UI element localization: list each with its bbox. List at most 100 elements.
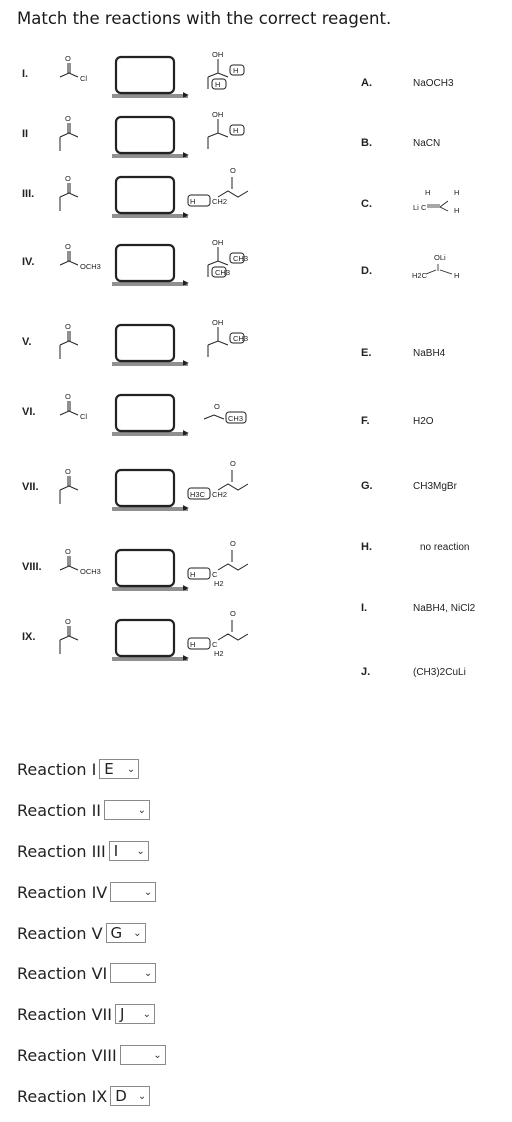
carbon-chain <box>59 410 79 416</box>
added-group-label: C <box>212 570 218 579</box>
reagent-letter: B. <box>361 137 372 149</box>
answer-select[interactable]: ⌄ <box>104 800 151 820</box>
reagent-option: I.NaBH4, NiCl2 <box>361 602 476 614</box>
reagent-letter: J. <box>361 666 370 678</box>
reagent-box <box>114 468 176 508</box>
reagent-atom-label: Li <box>413 203 419 212</box>
reagent-box <box>114 323 176 363</box>
added-group-box <box>229 252 245 264</box>
reaction-numeral: VIII. <box>22 561 42 573</box>
carbon-chain <box>217 190 249 198</box>
answer-row: Reaction VI ⌄ <box>17 961 157 985</box>
carbon-chain <box>203 414 225 420</box>
carbon-chain <box>207 132 229 138</box>
reagent-box <box>114 548 176 588</box>
reactant-structure: O Cl <box>59 392 87 421</box>
answer-label: Reaction VIII <box>17 1045 117 1065</box>
reagent-option: J. (CH3)2CuLi <box>361 666 466 678</box>
enolate-bond <box>439 269 453 275</box>
oxygen-label: O <box>65 242 71 251</box>
carbon-chain <box>207 340 229 346</box>
oxygen-label: O <box>65 322 71 331</box>
carbon-chain <box>59 192 79 198</box>
answer-select[interactable]: J⌄ <box>114 1004 155 1024</box>
carbon-chain <box>59 485 79 491</box>
product-structure: O H CH2 <box>187 166 249 207</box>
vinyl-bond <box>439 206 449 212</box>
reactant-structure: OCl <box>59 54 87 83</box>
reagent-option: B.NaCN <box>361 137 440 149</box>
reaction-numeral: II <box>22 128 28 140</box>
answer-select[interactable]: ⌄ <box>110 882 157 902</box>
added-group-label: H <box>190 197 195 206</box>
reagent-option: F.H2O <box>361 415 434 427</box>
reactant-structure: O <box>59 114 79 151</box>
leaving-group-label: OCH3 <box>80 262 101 271</box>
answer-select[interactable]: ⌄ <box>110 963 157 983</box>
reagent-letter: C. <box>361 198 372 210</box>
reagent-name: (CH3)2CuLi <box>413 667 466 678</box>
answer-label: Reaction V <box>17 923 103 943</box>
reactant-structure: O <box>59 467 79 504</box>
leaving-group-label: Cl <box>80 74 87 83</box>
oxygen-label: O <box>230 166 236 175</box>
chevron-down-icon: ⌄ <box>143 967 153 979</box>
oxygen-label: O <box>65 392 71 401</box>
answer-select[interactable]: E⌄ <box>99 759 140 779</box>
chevron-down-icon: ⌄ <box>153 1049 162 1061</box>
reagent-atom-label: H <box>454 206 459 215</box>
answer-label: Reaction VI <box>17 963 108 983</box>
carbon-chain <box>59 635 79 641</box>
answer-select[interactable]: ⌄ <box>119 1045 166 1065</box>
reagent-box <box>114 618 176 658</box>
reaction-numeral: III. <box>22 188 34 200</box>
carbon-chain <box>59 72 79 78</box>
added-group-box <box>187 487 211 500</box>
reagent-name: H2O <box>413 416 434 427</box>
selected-value: J <box>119 1005 125 1023</box>
reagent-box <box>114 243 176 283</box>
reagent-letter: H. <box>361 541 372 553</box>
added-group-label: CH2 <box>212 490 227 499</box>
oxygen-label: O <box>65 467 71 476</box>
carbon-chain <box>207 72 229 78</box>
reagent-letter: D. <box>361 265 372 277</box>
answer-select[interactable]: D⌄ <box>110 1086 151 1106</box>
added-group-box <box>211 78 227 90</box>
reagent-name: no reaction <box>420 542 469 553</box>
answer-select[interactable]: G⌄ <box>105 923 146 943</box>
added-group-label: CH3 <box>233 334 248 343</box>
carbon-chain <box>207 260 229 266</box>
leaving-group-label: Cl <box>80 412 87 421</box>
added-group-box <box>211 266 227 278</box>
answer-row: Reaction IV⌄ <box>17 880 157 904</box>
reagent-letter: E. <box>361 347 371 359</box>
chevron-down-icon: ⌄ <box>137 1090 147 1102</box>
answer-row: Reaction II⌄ <box>17 798 151 822</box>
reaction-numeral: IX. <box>22 631 35 643</box>
answer-select[interactable]: I⌄ <box>108 841 149 861</box>
chevron-down-icon: ⌄ <box>126 763 136 775</box>
selected-value: D <box>115 1087 127 1105</box>
added-group-label: H <box>233 66 238 75</box>
added-group-label: CH2 <box>212 197 227 206</box>
added-group-label: C <box>212 640 218 649</box>
carbon-chain <box>217 483 249 491</box>
chevron-down-icon: ⌄ <box>137 804 147 816</box>
reagent-atom-label: H <box>425 188 430 197</box>
reaction-row: III. O O H CH2 <box>22 166 249 218</box>
reactant-structure: O <box>59 174 79 211</box>
oxygen-label: O <box>65 114 71 123</box>
reagent-box <box>114 115 176 155</box>
